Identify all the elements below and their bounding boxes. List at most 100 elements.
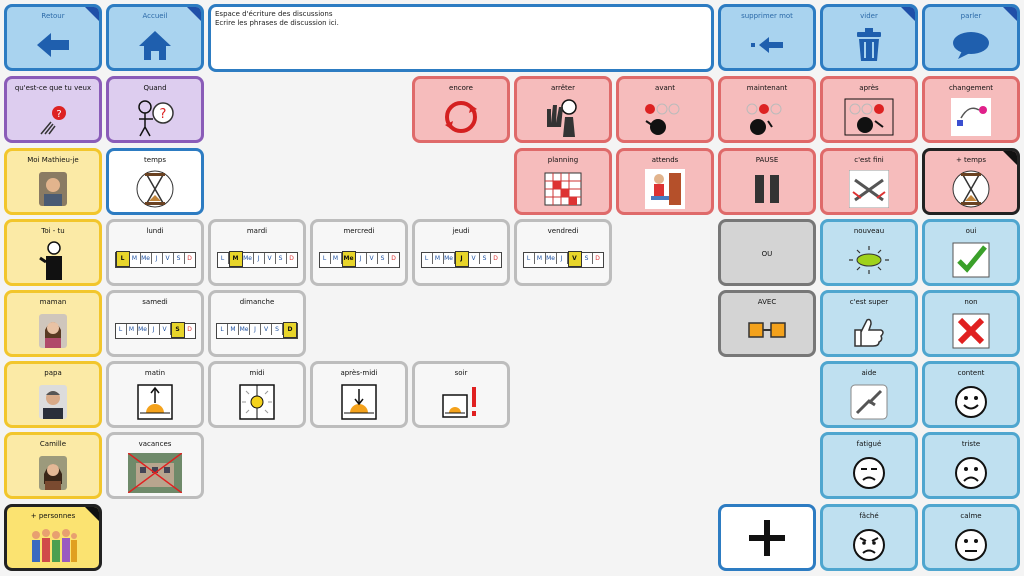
pause-label: PAUSE (755, 156, 779, 164)
matin-button[interactable]: matin (106, 361, 204, 428)
cest-fini-label: c'est fini (854, 156, 884, 164)
changement-label: changement (948, 84, 994, 92)
weekday-cell: M (130, 253, 141, 264)
vendredi-label: vendredi (547, 227, 579, 235)
new-shine-icon (823, 240, 915, 280)
aide-button[interactable]: aide (820, 361, 918, 428)
back-button[interactable]: Retour (4, 4, 102, 71)
camille-button[interactable]: Camille (4, 432, 102, 499)
when-label: Quand (143, 84, 167, 92)
ou-label: OU (761, 250, 773, 258)
fache-label: fâché (859, 512, 879, 520)
non-button[interactable]: non (922, 290, 1020, 357)
planning-button[interactable]: planning (514, 148, 612, 215)
discussion-text-area[interactable]: Espace d'écriture des discussions Ecrire… (208, 4, 714, 72)
aide-label: aide (861, 369, 877, 377)
waiting-person-icon (619, 169, 711, 209)
home-button[interactable]: Accueil (106, 4, 204, 71)
me-mathieu-button[interactable]: Moi Mathieu-je (4, 148, 102, 215)
repeat-circle-icon (415, 97, 507, 137)
attends-label: attends (651, 156, 679, 164)
mathieu-photo (7, 169, 99, 209)
triste-button[interactable]: triste (922, 432, 1020, 499)
pause-button[interactable]: PAUSE (718, 148, 816, 215)
avant-button[interactable]: avant (616, 76, 714, 143)
fatigue-button[interactable]: fatigué (820, 432, 918, 499)
ou-button[interactable]: OU (718, 219, 816, 286)
folder-corner (184, 7, 201, 24)
trash-icon (823, 25, 915, 65)
soir-button[interactable]: soir (412, 361, 510, 428)
delete-word-button[interactable]: supprimer mot (718, 4, 816, 71)
non-label: non (964, 298, 978, 306)
maman-label: maman (39, 298, 67, 306)
arreter-button[interactable]: arrêter (514, 76, 612, 143)
weekday-cell: S (170, 322, 185, 338)
papa-label: papa (44, 369, 62, 377)
calme-button[interactable]: calme (922, 504, 1020, 571)
tired-face-icon (823, 453, 915, 493)
maman-photo (7, 311, 99, 351)
avec-button[interactable]: AVEC (718, 290, 816, 357)
vacances-button[interactable]: vacances (106, 432, 204, 499)
clear-button[interactable]: vider (820, 4, 918, 71)
attends-button[interactable]: attends (616, 148, 714, 215)
svg-text:?: ? (160, 107, 167, 122)
calme-label: calme (960, 512, 982, 520)
add-button[interactable] (718, 504, 816, 571)
weekday-cell: J (557, 253, 568, 264)
what-want-button[interactable]: qu'est-ce que tu veux ? (4, 76, 102, 143)
nouveau-button[interactable]: nouveau (820, 219, 918, 286)
changement-button[interactable]: changement (922, 76, 1020, 143)
stop-hand-icon (517, 97, 609, 137)
more-time-button[interactable]: + temps (922, 148, 1020, 215)
weekday-cell: V (261, 324, 272, 335)
apres-button[interactable]: après (820, 76, 918, 143)
folder-corner (898, 7, 915, 24)
speak-button[interactable]: parler (922, 4, 1020, 71)
you-button[interactable]: Toi - tu (4, 219, 102, 286)
maman-button[interactable]: maman (4, 290, 102, 357)
more-people-button[interactable]: + personnes (4, 504, 102, 571)
maintenant-button[interactable]: maintenant (718, 76, 816, 143)
hourglass-icon (925, 169, 1017, 209)
planning-grid-icon (517, 169, 609, 209)
now-icon (721, 97, 813, 137)
fache-button[interactable]: fâché (820, 504, 918, 571)
avec-label: AVEC (757, 298, 777, 306)
oui-button[interactable]: oui (922, 219, 1020, 286)
encore-button[interactable]: encore (412, 76, 510, 143)
content-button[interactable]: content (922, 361, 1020, 428)
camille-photo (7, 453, 99, 493)
midi-button[interactable]: midi (208, 361, 306, 428)
arreter-label: arrêter (550, 84, 575, 92)
weekday-cell: D (493, 255, 498, 262)
you-label: Toi - tu (41, 227, 65, 235)
cest-fini-button[interactable]: c'est fini (820, 148, 918, 215)
samedi-label: samedi (142, 298, 168, 306)
weekday-cell: D (595, 255, 600, 262)
papa-button[interactable]: papa (4, 361, 102, 428)
delete-word-label: supprimer mot (741, 12, 793, 20)
apres-midi-button[interactable]: après-midi (310, 361, 408, 428)
weekday-cell: M (535, 253, 546, 264)
when-button[interactable]: Quand ? (106, 76, 204, 143)
encore-label: encore (449, 84, 473, 92)
angry-face-icon (823, 525, 915, 565)
hourglass-icon (109, 169, 201, 209)
temps-button[interactable]: temps (106, 148, 204, 215)
cest-super-button[interactable]: c'est super (820, 290, 918, 357)
weekday-cell: M (228, 251, 243, 267)
home-label: Accueil (142, 12, 168, 20)
